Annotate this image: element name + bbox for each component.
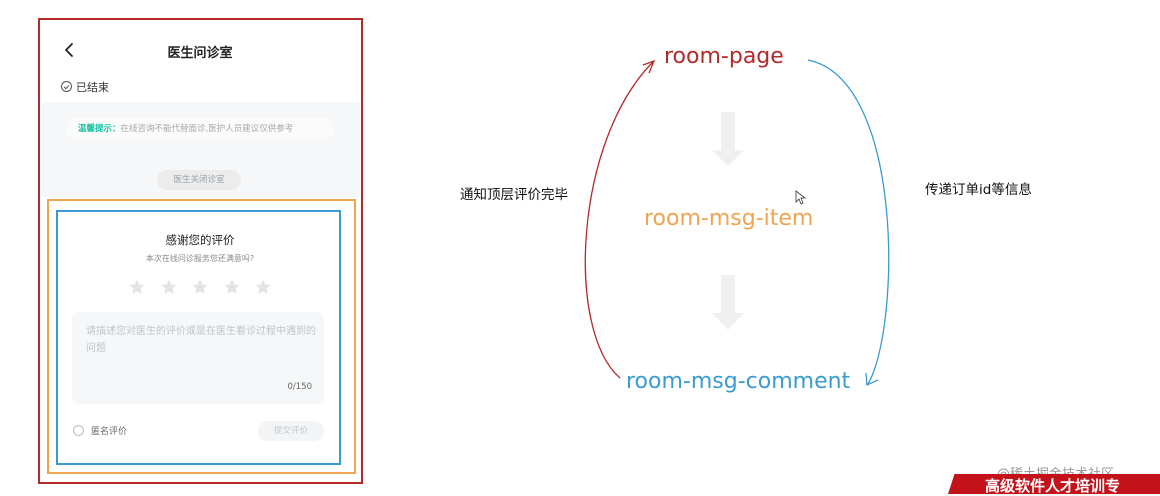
notify-arrow bbox=[584, 61, 654, 379]
chevron-left-icon[interactable] bbox=[62, 42, 78, 58]
submit-evaluation-button[interactable]: 提交评价 bbox=[258, 421, 324, 441]
evaluation-title: 感谢您的评价 bbox=[165, 233, 235, 247]
pass-arrow bbox=[807, 59, 890, 385]
closed-notice: 医生关闭诊室 bbox=[157, 170, 241, 190]
notify-label: 通知顶层评价完毕 bbox=[460, 187, 568, 203]
star-rating[interactable] bbox=[128, 278, 274, 296]
anonymous-label: 匿名评价 bbox=[91, 427, 128, 437]
consult-status: 已结束 bbox=[76, 81, 109, 94]
down-arrow-1 bbox=[712, 112, 744, 166]
star-icon[interactable] bbox=[191, 278, 209, 296]
node-room-msg-comment: room-msg-comment bbox=[626, 369, 851, 394]
phone-screen bbox=[40, 20, 363, 484]
check-circle-icon bbox=[61, 81, 72, 92]
tip-text: 在线咨询不能代替面诊,医护人员建议仅供参考 bbox=[120, 124, 294, 134]
star-icon[interactable] bbox=[128, 278, 146, 296]
down-arrow-2 bbox=[712, 275, 744, 330]
node-room-page: room-page bbox=[664, 44, 784, 69]
promo-banner-text: 高级软件人才培训专 bbox=[985, 477, 1121, 495]
star-icon[interactable] bbox=[254, 278, 272, 296]
star-icon[interactable] bbox=[160, 278, 178, 296]
pass-info-label: 传递订单id等信息 bbox=[925, 182, 1032, 198]
anonymous-radio[interactable] bbox=[73, 425, 84, 436]
mouse-pointer-icon bbox=[795, 190, 807, 205]
page-title: 医生问诊室 bbox=[167, 46, 233, 61]
tip-label: 温馨提示： bbox=[78, 124, 121, 134]
comment-textarea[interactable] bbox=[72, 312, 324, 404]
char-counter: 0/150 bbox=[287, 382, 313, 392]
star-icon[interactable] bbox=[223, 278, 241, 296]
node-room-msg-item: room-msg-item bbox=[644, 206, 814, 231]
comment-placeholder: 请描述您对医生的评价或是在医生看诊过程中遇到的问题 bbox=[86, 326, 316, 354]
tip-notice: 温馨提示：在线咨询不能代替面诊,医护人员建议仅供参考 bbox=[66, 118, 334, 140]
evaluation-subtitle: 本次在线问诊服务您还满意吗? bbox=[145, 254, 255, 263]
